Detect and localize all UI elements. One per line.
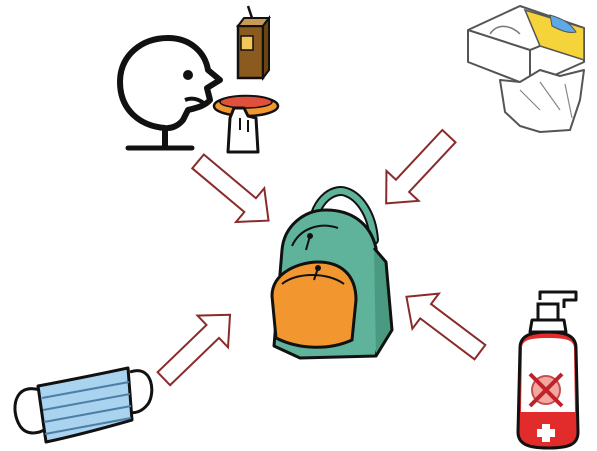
- arrow-from-tissues: [370, 121, 465, 218]
- eating-snack-icon: [120, 6, 278, 152]
- arrow-from-snack: [184, 145, 283, 238]
- face-mask-icon: [15, 368, 152, 442]
- tissues-icon: [468, 6, 584, 132]
- backpack-icon: [272, 191, 392, 358]
- arrow-from-sanitizer: [393, 279, 493, 370]
- hand-sanitizer-icon: [518, 292, 578, 448]
- arrow-from-mask: [149, 299, 246, 395]
